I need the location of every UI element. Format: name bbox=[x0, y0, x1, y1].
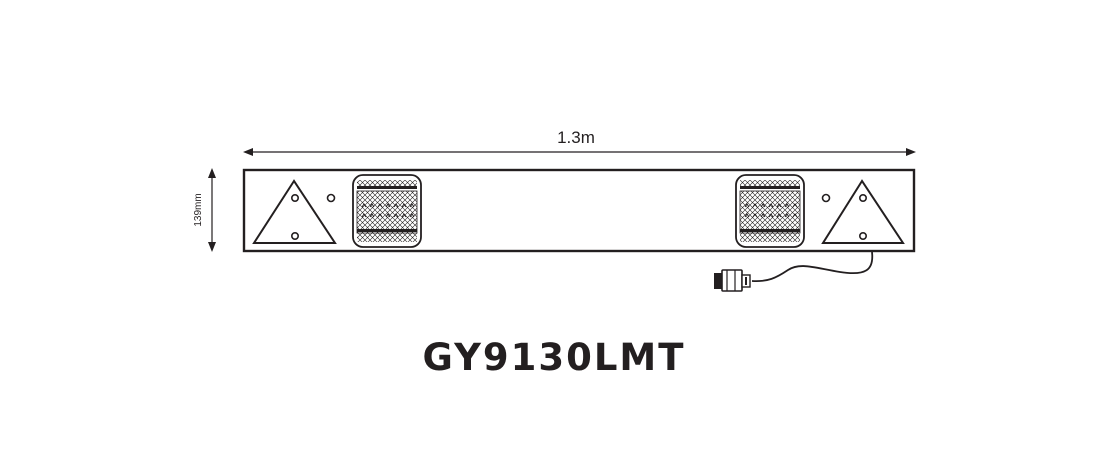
power-cable bbox=[751, 251, 874, 283]
right-mount-hole-top bbox=[858, 194, 867, 203]
plug-connector-icon bbox=[714, 269, 751, 292]
left-mount-hole-bottom bbox=[290, 232, 299, 241]
light-board-body bbox=[242, 168, 916, 253]
left-lamp-icon bbox=[352, 174, 422, 248]
width-label: 1.3m bbox=[557, 128, 595, 147]
left-mount-hole-top bbox=[290, 194, 299, 203]
height-label: 139mm bbox=[193, 193, 204, 226]
right-side-hole bbox=[821, 193, 831, 203]
left-reflector-triangle-icon bbox=[252, 179, 337, 244]
right-reflector-triangle-icon bbox=[821, 179, 905, 244]
product-code: GY9130LMT bbox=[422, 336, 686, 379]
height-dimension bbox=[208, 168, 216, 252]
width-dimension bbox=[243, 148, 916, 156]
left-side-hole bbox=[326, 193, 336, 203]
right-lamp-icon bbox=[735, 174, 805, 248]
right-mount-hole-bottom bbox=[858, 232, 867, 241]
